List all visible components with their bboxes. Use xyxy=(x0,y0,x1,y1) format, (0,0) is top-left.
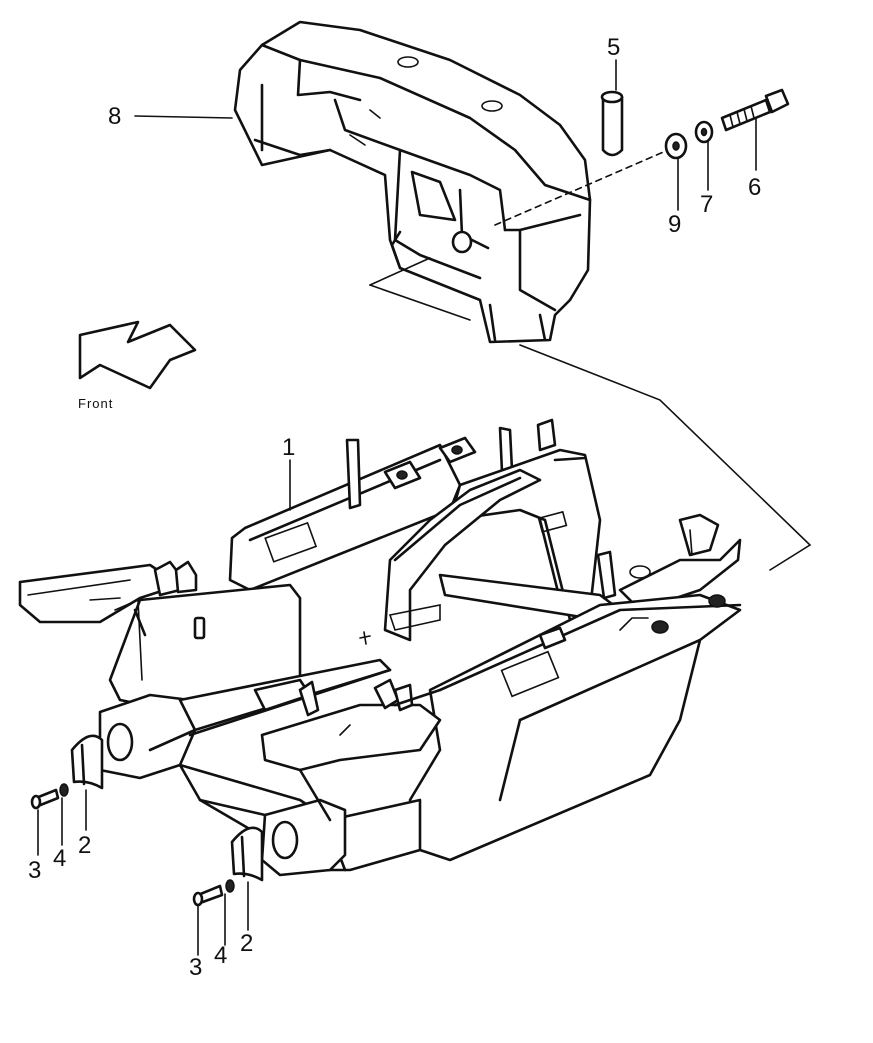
callout-7: 6 xyxy=(748,174,761,201)
callout-8: 7 xyxy=(700,191,713,218)
callout-5: 5 xyxy=(607,34,620,61)
callout-labels: 8 5 6 7 9 1 2 4 3 2 4 3 xyxy=(28,34,761,981)
callout-3a: 3 xyxy=(28,857,41,884)
leader-lines xyxy=(37,59,757,956)
clamp-part-2-set-b xyxy=(230,826,264,882)
lock-washer-part-8 xyxy=(694,120,714,144)
bolt-part-7 xyxy=(720,88,790,132)
main-frame-part-1 xyxy=(18,418,742,877)
front-arrow-label: Front xyxy=(78,396,113,411)
washer-part-9 xyxy=(664,132,688,160)
callout-2b: 2 xyxy=(240,930,253,957)
washer-part-4-set-b xyxy=(225,879,235,893)
callout-2a: 2 xyxy=(78,832,91,859)
callout-3b: 3 xyxy=(189,954,202,981)
bolt-part-3-set-a xyxy=(30,788,60,810)
callout-4b: 4 xyxy=(214,942,227,969)
front-arrow-icon xyxy=(78,320,197,390)
pin-part-5 xyxy=(600,90,624,157)
callout-9: 9 xyxy=(668,211,681,238)
callout-6: 8 xyxy=(108,103,121,130)
callout-1: 1 xyxy=(282,434,295,461)
washer-part-4-set-a xyxy=(59,783,69,797)
clamp-part-2-set-a xyxy=(70,734,104,790)
bolt-part-3-set-b xyxy=(192,884,224,907)
counterweight-part-6 xyxy=(233,20,592,344)
callout-4a: 4 xyxy=(53,845,66,872)
